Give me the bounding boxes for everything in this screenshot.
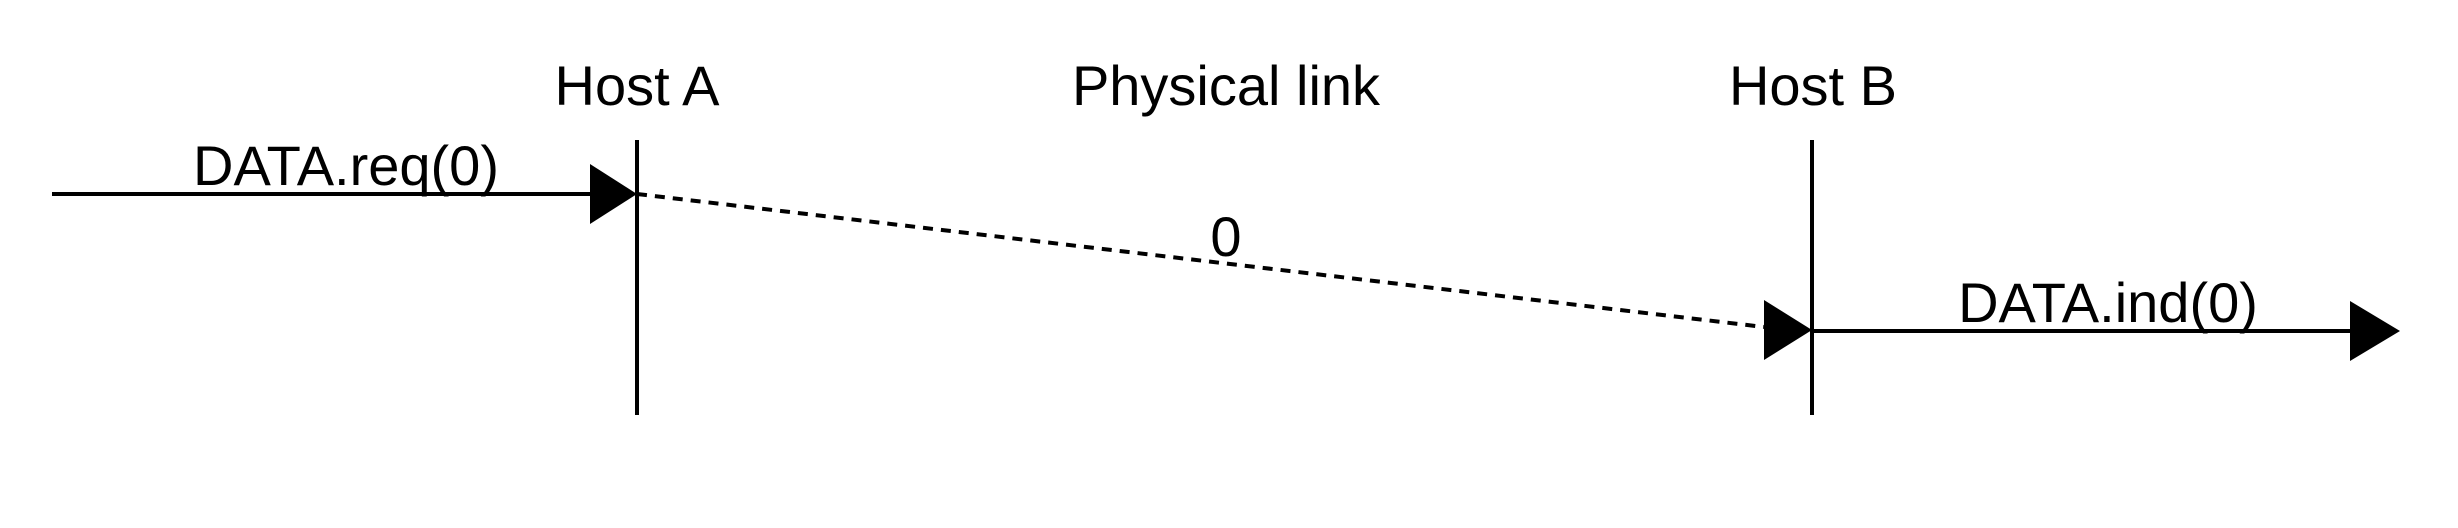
physical-link-frame-line xyxy=(636,192,1765,329)
data-req-arrowhead xyxy=(590,164,637,224)
data-req-label: DATA.req(0) xyxy=(193,134,499,197)
host-b-label: Host B xyxy=(1729,54,1897,117)
data-ind-arrowhead xyxy=(2350,301,2400,361)
physical-link-frame-arrowhead xyxy=(1764,300,1812,360)
host-a-label: Host A xyxy=(555,54,721,117)
physical-link-label: Physical link xyxy=(1072,54,1381,117)
frame-label: 0 xyxy=(1210,205,1241,268)
data-ind-label: DATA.ind(0) xyxy=(1958,271,2258,334)
